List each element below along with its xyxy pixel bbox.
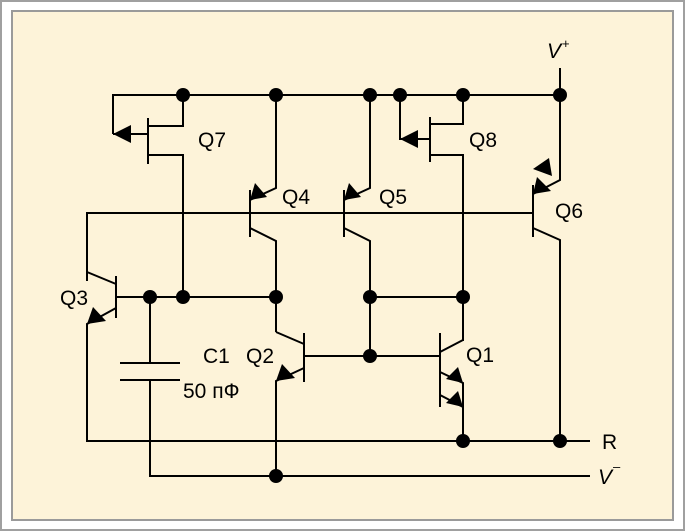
junction-dot <box>456 290 470 304</box>
q7-base-lead <box>148 154 184 297</box>
junction-dot <box>176 290 190 304</box>
q1-emitter1-arrow-icon <box>446 367 463 383</box>
junction-dot <box>456 434 470 448</box>
q8-base-lead <box>430 154 464 341</box>
junction-dot <box>553 88 567 102</box>
q4-emitter-arrow-icon <box>250 183 267 200</box>
q3-label: Q3 <box>60 287 88 310</box>
junction-dot <box>143 290 157 304</box>
q4-label: Q4 <box>282 186 310 209</box>
q5-emitter-arrow-icon <box>344 183 361 200</box>
q8-label: Q8 <box>469 129 497 152</box>
junction-dot <box>269 469 283 483</box>
junction-dot <box>269 88 283 102</box>
junction-dot <box>363 290 377 304</box>
q8-collector-lead <box>430 95 464 125</box>
q6-label: Q6 <box>555 200 583 223</box>
vplus-label: V <box>547 40 563 63</box>
q5-label: Q5 <box>379 186 407 209</box>
vminus-superscript: – <box>613 459 621 474</box>
r-terminal-label: R <box>602 431 617 454</box>
vminus-label: V <box>598 466 614 489</box>
q6-emitter-arrow-bottom-icon <box>533 177 551 194</box>
q6-collector-lead <box>532 227 561 441</box>
c1-label: C1 <box>203 345 230 368</box>
emitter-arrows <box>87 125 552 407</box>
q5-collector-lead <box>343 227 371 356</box>
q2-emitter-arrow-icon <box>276 364 295 381</box>
junction-dot <box>269 290 283 304</box>
q8-emitter-arrow-icon <box>400 130 418 148</box>
base-bus-wire <box>86 212 533 281</box>
junction-dot <box>456 88 470 102</box>
q6-emitter-arrow-top-icon <box>533 158 552 176</box>
q3-collector-lead <box>86 271 117 285</box>
q1-emitter2-arrow-icon <box>446 391 463 407</box>
c1-bottom-lead <box>149 380 590 477</box>
junction-dot <box>363 88 377 102</box>
q2-label: Q2 <box>246 345 274 368</box>
vplus-superscript: + <box>562 36 570 51</box>
top-rail-wire <box>112 94 560 134</box>
junction-dot <box>393 88 407 102</box>
junction-dots <box>143 88 567 483</box>
c1-value-label: 50 пФ <box>183 380 240 403</box>
q3-emitter-arrow-icon <box>87 307 106 324</box>
q7-emitter-arrow-icon <box>113 125 131 143</box>
wires <box>86 68 590 477</box>
q2-collector-lead <box>275 331 305 345</box>
junction-dot <box>363 349 377 363</box>
q7-label: Q7 <box>198 129 226 152</box>
junction-dot <box>553 434 567 448</box>
q7-collector-lead <box>148 95 184 127</box>
q1-collector-lead <box>439 339 464 353</box>
junction-dot <box>176 88 190 102</box>
panel-background <box>11 10 674 521</box>
q1-label: Q1 <box>466 344 494 367</box>
labels: Q7 Q8 Q4 Q5 Q6 Q3 Q2 Q1 C1 50 пФ R V + V… <box>60 36 621 489</box>
